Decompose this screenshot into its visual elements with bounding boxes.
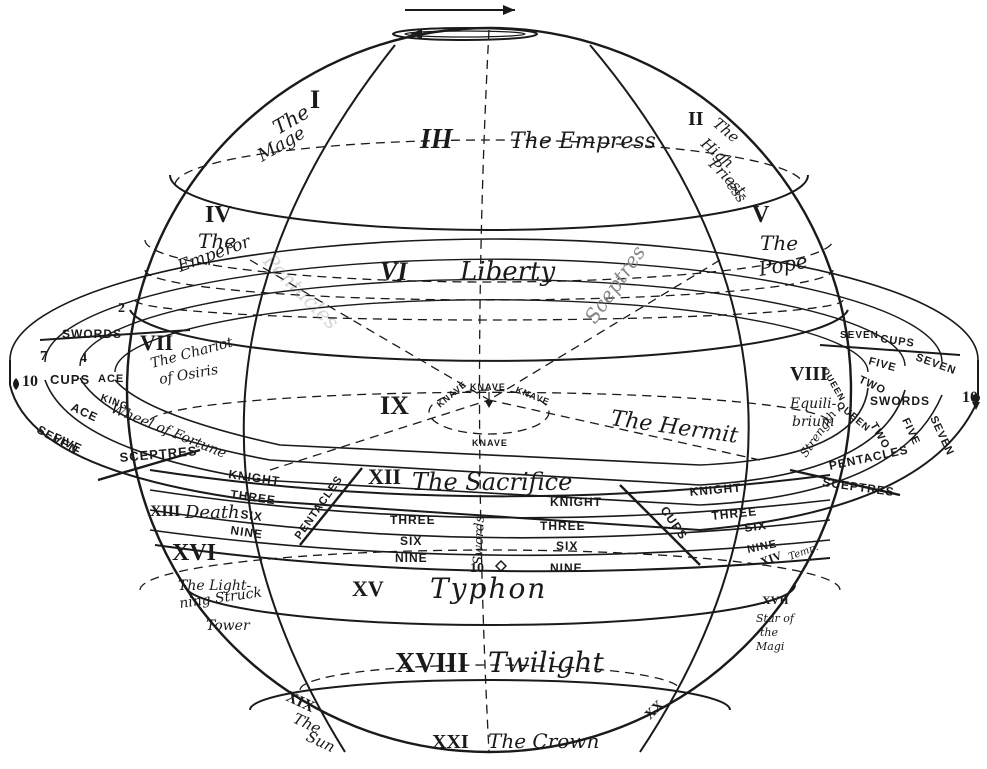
diamond-icon [494, 559, 508, 573]
ring-right-five: FIVE [867, 355, 898, 374]
club-icon [972, 394, 980, 410]
card-xv-name: Typhon [430, 572, 547, 605]
card-xx-number: XX [642, 698, 667, 723]
band-six-left: SIX [240, 507, 264, 524]
pentacles-faint-label: Pentacles [258, 248, 344, 334]
card-xvii-name-line3: Magi [755, 640, 784, 653]
card-ii-number: II [688, 108, 704, 130]
ring-left-num-two: 2 [118, 301, 125, 316]
band-six-center: SIX [400, 534, 422, 548]
ring-left-sceptres: SCEPTRES [119, 443, 198, 465]
band-six-center2: SIX [556, 539, 578, 553]
card-xiii-number: XIII [150, 503, 180, 520]
card-ix-number: IX [380, 391, 409, 420]
ring-left-num-four: 4 [80, 351, 87, 366]
card-iv-number: IV [205, 202, 232, 228]
card-xii-name: The Sacrifice [412, 468, 572, 496]
band-knight-right: KNIGHT [689, 481, 742, 499]
ring-right-ten: 10 [962, 389, 978, 406]
ring-left-swords: SWORDS [62, 327, 122, 341]
card-iii-number: III [419, 124, 454, 155]
ring-left-ace: ACE [98, 373, 124, 385]
card-xviii-number: XVIII [395, 648, 468, 679]
band-swords: Swords [471, 515, 488, 565]
card-v-number: V [752, 202, 770, 228]
card-xxi-name: The Crown [488, 729, 599, 753]
card-viii-name-line2: brium [792, 414, 834, 430]
ring-left-ace-lower: ACE [69, 400, 101, 425]
ring-back [9, 238, 979, 373]
card-v-name: The [760, 231, 798, 255]
band-three-center2: THREE [540, 519, 586, 533]
knave-left-label: KNAVE [435, 379, 469, 410]
ring-right-seven-outer: SEVEN [914, 352, 958, 378]
card-xiii-name: Death [184, 502, 240, 523]
card-xviii-name: Twilight [488, 646, 604, 679]
card-xii-number: XII [368, 464, 401, 489]
ring-left-ten: 10 [22, 373, 38, 390]
card-iv-name: The [198, 229, 236, 253]
knave-bottom-label: KNAVE [472, 438, 508, 448]
card-xvii-name: Star of [756, 612, 796, 625]
band-three-center: THREE [390, 513, 436, 527]
card-xvi-number: XVI [172, 540, 216, 566]
rotation-arrow-icon [392, 5, 538, 41]
meridian-lines [242, 29, 761, 753]
card-vi-number: VI [380, 257, 408, 286]
ring-right-seven: SEVEN [840, 330, 879, 341]
ring-left-num-seven: 7 [40, 349, 47, 364]
band-three-left: THREE [230, 487, 277, 507]
card-hermit-name: The Hermit [609, 406, 740, 449]
card-xxi-number: XXI [432, 731, 469, 753]
knave-mid-label: KNAVE [470, 382, 506, 392]
ring-right-queen-lower: QUEEN [834, 400, 872, 434]
band-nine-center2: NINE [550, 561, 583, 575]
sceptres-faint-label: Sceptres [579, 241, 650, 328]
card-xv-number: XV [352, 576, 384, 601]
knave-ellipse [428, 389, 550, 435]
card-xvi-name: The Light- [178, 578, 251, 594]
spade-icon [13, 378, 19, 390]
band-knight-left: KNIGHT [228, 467, 281, 488]
knave-right-label: KNAVE [514, 385, 551, 408]
band-ten-marker: 10 [470, 561, 484, 576]
ring-right-cups: CUPS [880, 333, 916, 350]
latitude-lines [129, 139, 849, 711]
ring-front [9, 329, 979, 573]
band-knight-center: KNIGHT [550, 495, 602, 509]
band-cups: CUPS [658, 504, 691, 543]
band-nine-center: NINE [395, 551, 428, 565]
card-xvi-name-line3: Tower [206, 618, 251, 634]
card-viii-name: Equili- [789, 396, 837, 412]
band-nine-left: NINE [230, 523, 264, 541]
band-six-right: SIX [743, 518, 767, 535]
card-vi-name: Liberty [459, 257, 555, 287]
card-xvii-number: XVII [762, 593, 789, 607]
ring-right-swords: SWORDS [870, 394, 930, 408]
card-iii-name: The Empress [510, 129, 656, 154]
band-three-right: THREE [711, 504, 758, 523]
card-vii-number: VII [140, 330, 173, 355]
ring-left-cups: CUPS [50, 372, 90, 387]
card-viii-number: VIII [790, 363, 828, 385]
card-i-number: I [310, 85, 320, 114]
ring-right-sceptres: SCEPTRES [822, 475, 896, 499]
card-xvii-name-line2: the [760, 626, 779, 639]
